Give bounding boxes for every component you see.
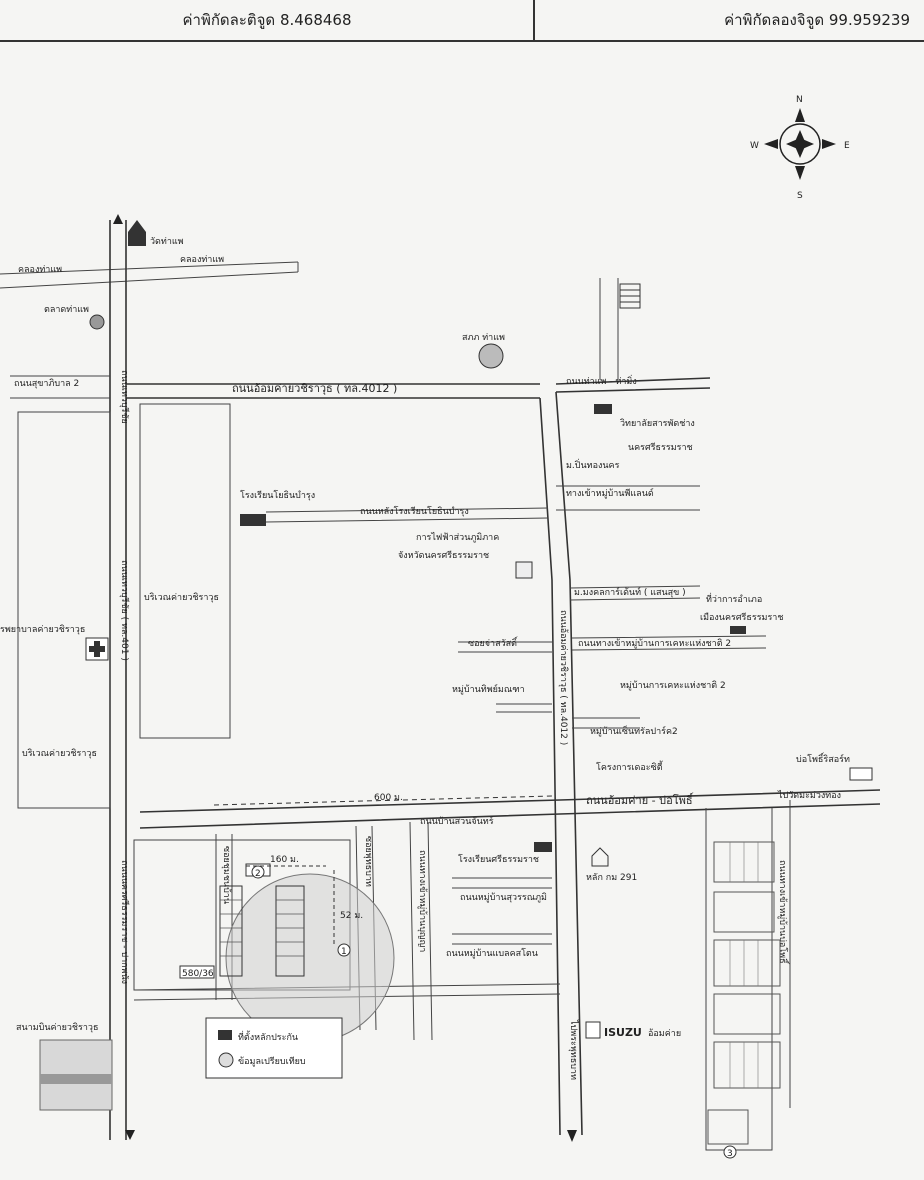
km-marker-icon <box>591 847 609 867</box>
legend-collateral-swatch <box>218 1030 232 1040</box>
road-om-khai: ถนนอ้อมค่ายวชิราวุธ ( ทล.4012 ) <box>232 382 397 395</box>
canal-label-1: คลองท่าแพ <box>18 265 62 275</box>
road-vertical-east: ถนนอ้อมค่ายวชิราวุธ ( ทล.4012 ) <box>558 610 569 745</box>
road-vertical-main: ถนนเทวบุรีชัย <box>119 370 130 424</box>
school-icon <box>594 404 612 414</box>
distance-52: 52 ม. <box>340 911 363 921</box>
marker-2-label: 2 <box>255 869 261 879</box>
canal-label-2: คลองท่าแพ <box>180 255 224 265</box>
camp-west-block <box>17 411 111 809</box>
compass-e: E <box>844 141 850 151</box>
school-sri-icon <box>534 842 552 852</box>
road-vertical-right: ถนนทางเข้าหมู่บ้านบ่อโพธิ์ <box>777 860 790 965</box>
soi-vertical-1: ถนนทางเข้าหมู่บ้านบุญญา <box>417 850 428 952</box>
road-behind-school: ถนนหลังโรงเรียนโยธินบำรุง <box>360 506 469 517</box>
hospital-icon <box>85 637 109 661</box>
village-central-label: หมู่บ้านเซ็นทรัลปาร์ค2 <box>590 724 678 737</box>
isuzu-sub-label: อ้อมค่าย <box>648 1028 681 1039</box>
compass-icon: N S W E <box>750 95 850 201</box>
project-city-label: โครงการเดอะซิตี้ <box>596 760 664 773</box>
compass-n: N <box>796 95 803 105</box>
soi-vertical-3: ซอยชุมชนบ้าน <box>221 846 232 904</box>
km-marker-label: หลัก กม 291 <box>586 873 637 883</box>
soi-ja-sawat: ซอยจ่าสวัสดิ์ <box>468 636 519 649</box>
header-rule <box>0 40 924 42</box>
village-entry-label: ทางเข้าหมู่บ้านพีแลนด์ <box>566 487 654 499</box>
isuzu-label: ISUZU <box>604 1026 642 1039</box>
resort-label: บ่อโพธิ์ริสอร์ท <box>796 752 850 765</box>
district-office-icon <box>730 626 746 634</box>
village-pin-label: ม.ปิ่นทองนคร <box>566 458 620 471</box>
sapha-label: สภภ ท่าแพ <box>462 333 505 343</box>
marker-3-label: 3 <box>727 1149 733 1159</box>
isuzu-logo-icon <box>585 1021 601 1039</box>
market-icon <box>89 314 105 330</box>
road-vertical-401: ถนนเทวบุรีชัย ( ทล.401 ) <box>119 560 130 661</box>
marker-1-label: 1 <box>341 947 347 957</box>
comparison-radius <box>225 873 395 1043</box>
distance-160: 160 ม. <box>270 855 299 865</box>
road-tha-phae: ถนนท่าแพ - ท่ามิ่ง <box>566 374 637 387</box>
district-label-2: เมืองนครศรีธรรมราช <box>700 612 783 623</box>
building-icon <box>619 283 641 309</box>
camp-area-label-1: บริเวณค่ายวชิราวุธ <box>144 592 219 603</box>
resort-icon <box>849 767 873 781</box>
road-suwan: ถนนหมู่บ้านสุวรรณภูมิ <box>460 892 547 903</box>
road-vertical-south: ไปพระพุทธบาท <box>568 1019 579 1080</box>
district-label-1: ที่ว่าการอำเภอ <box>706 592 762 605</box>
hospital-label: รพยาบาลค่ายวชิราวุธ <box>0 624 85 635</box>
airfield-label: สนามบินค่ายวชิราวุธ <box>16 1022 98 1033</box>
college-label-2: นครศรีธรรมราช <box>628 442 693 453</box>
road-to-wat: ไปวัดมะม่วงทอง <box>777 790 841 801</box>
temple-icon <box>128 220 146 246</box>
marker-2: 2 <box>251 865 265 879</box>
market-label: ตลาดท่าแพ <box>44 305 89 315</box>
village-plots: ถนนทางเข้าหมู่บ้านบ่อโพธิ์ 3 <box>705 800 791 1159</box>
school-yothin-icon <box>240 514 266 526</box>
village-thip-label: หมู่บ้านทิพย์มณฑา <box>452 683 525 695</box>
compass-s: S <box>797 191 803 201</box>
camp-area-label-2: บริเวณค่ายวชิราวุธ <box>22 748 97 759</box>
road-balance: ถนนหมู่บ้านแบลคสโตน <box>446 948 538 959</box>
pea-icon <box>515 561 533 579</box>
road-vertical-west: ถนนนครศรีธรรมราช - ปากพนัง <box>119 860 130 984</box>
lot-number: 580/36 <box>182 969 214 979</box>
latitude-label: ค่าพิกัดละติจูด 8.468468 <box>182 11 352 29</box>
road-sukhaphiban: ถนนสุขาภิบาล 2 <box>14 378 79 389</box>
temple-label: วัดท่าแพ <box>150 237 184 247</box>
road-national-housing: ถนนทางเข้าหมู่บ้านการเคหะแห่งชาติ 2 <box>578 638 731 649</box>
legend-compare-label: ข้อมูลเปรียบเทียบ <box>238 1056 306 1067</box>
distance-600: 600 ม. <box>374 793 403 803</box>
camp-block <box>139 403 231 739</box>
road-om-khai-bo: ถนนอ้อมค่าย - บ่อโพธิ์ <box>586 792 694 807</box>
legend-collateral-label: ที่ตั้งหลักประกัน <box>238 1030 298 1043</box>
office-seal-icon <box>478 343 504 369</box>
pea-label-1: การไฟฟ้าส่วนภูมิภาค <box>416 532 499 543</box>
pea-label-2: จังหวัดนครศรีธรรมราช <box>398 550 489 561</box>
village-kheha-label: หมู่บ้านการเคหะแห่งชาติ 2 <box>620 680 726 691</box>
compass-w: W <box>750 141 759 151</box>
road-suan-chan: ถนนบ้านสวนจันทร์ <box>420 815 494 827</box>
soi-vertical-2: ซอยพุทธบาท <box>363 836 373 887</box>
header-divider <box>533 0 535 40</box>
college-label-1: วิทยาลัยสารพัดช่าง <box>620 418 695 429</box>
longitude-label: ค่าพิกัดลองจิจูด 99.959239 <box>724 11 910 29</box>
marker-1: 1 <box>337 943 351 957</box>
legend-compare-swatch <box>218 1052 234 1068</box>
soi-mongkol: ม.มงคลการ์เด้นท์ ( แสนสุข ) <box>574 586 686 598</box>
school-sri-label: โรงเรียนศรีธรรมราช <box>458 854 539 865</box>
legend-box <box>205 1017 343 1079</box>
school-yothin-label: โรงเรียนโยธินบำรุง <box>240 490 315 501</box>
